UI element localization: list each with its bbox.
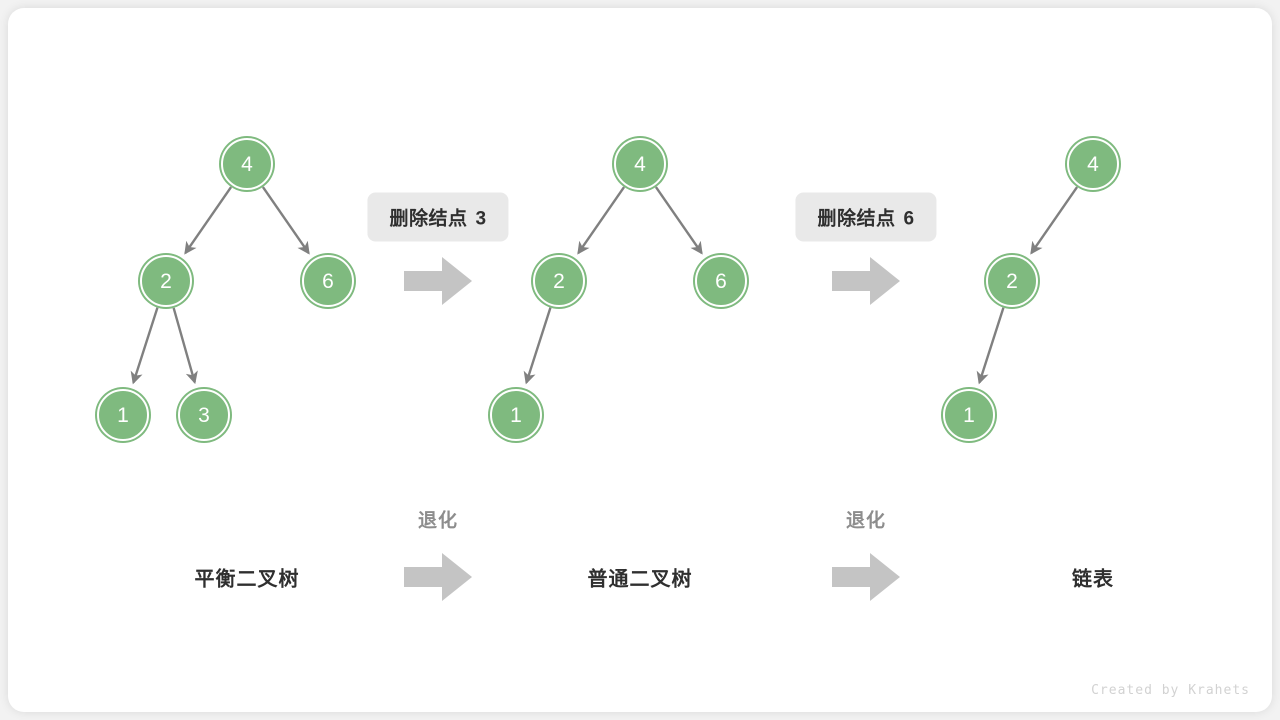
tree-edge — [130, 307, 159, 385]
stage-caption: 普通二叉树 — [587, 568, 693, 591]
credit-watermark: Created by Krahets — [1091, 683, 1250, 698]
tree-node[interactable]: 2 — [986, 255, 1038, 307]
operation-label-delete-node-3: 删除结点 3 — [367, 192, 509, 242]
block-arrow-icon — [832, 551, 900, 603]
tree-node[interactable]: 1 — [97, 389, 149, 441]
tree-node[interactable]: 6 — [695, 255, 747, 307]
tree-edge — [654, 186, 703, 255]
stage-caption: 链表 — [1072, 568, 1114, 591]
block-arrow-icon — [404, 255, 472, 307]
operation-text: 删除结点 — [817, 208, 896, 230]
tree-node[interactable]: 4 — [1067, 138, 1119, 190]
operation-value: 6 — [903, 208, 915, 230]
tree-edge — [1030, 186, 1079, 255]
operation-value: 3 — [475, 208, 487, 230]
tree-edge — [523, 307, 552, 385]
tree-node[interactable]: 3 — [178, 389, 230, 441]
tree-edge — [184, 186, 233, 255]
tree-edges-layer — [130, 186, 1079, 385]
tree-node[interactable]: 4 — [221, 138, 273, 190]
degrade-label: 退化 — [417, 510, 459, 532]
tree-edge — [577, 186, 626, 255]
tree-node[interactable]: 1 — [943, 389, 995, 441]
stage-caption: 平衡二叉树 — [194, 568, 300, 591]
tree-node[interactable]: 2 — [140, 255, 192, 307]
block-arrow-icon — [404, 551, 472, 603]
tree-edge — [172, 307, 198, 385]
block-arrow-icon — [832, 255, 900, 307]
tree-node[interactable]: 6 — [302, 255, 354, 307]
tree-node[interactable]: 4 — [614, 138, 666, 190]
degrade-label: 退化 — [845, 510, 887, 532]
operation-text: 删除结点 — [389, 208, 468, 230]
tree-node[interactable]: 2 — [533, 255, 585, 307]
tree-edge — [261, 186, 310, 255]
tree-edge — [976, 307, 1005, 385]
tree-node[interactable]: 1 — [490, 389, 542, 441]
operation-label-delete-node-6: 删除结点 6 — [795, 192, 937, 242]
